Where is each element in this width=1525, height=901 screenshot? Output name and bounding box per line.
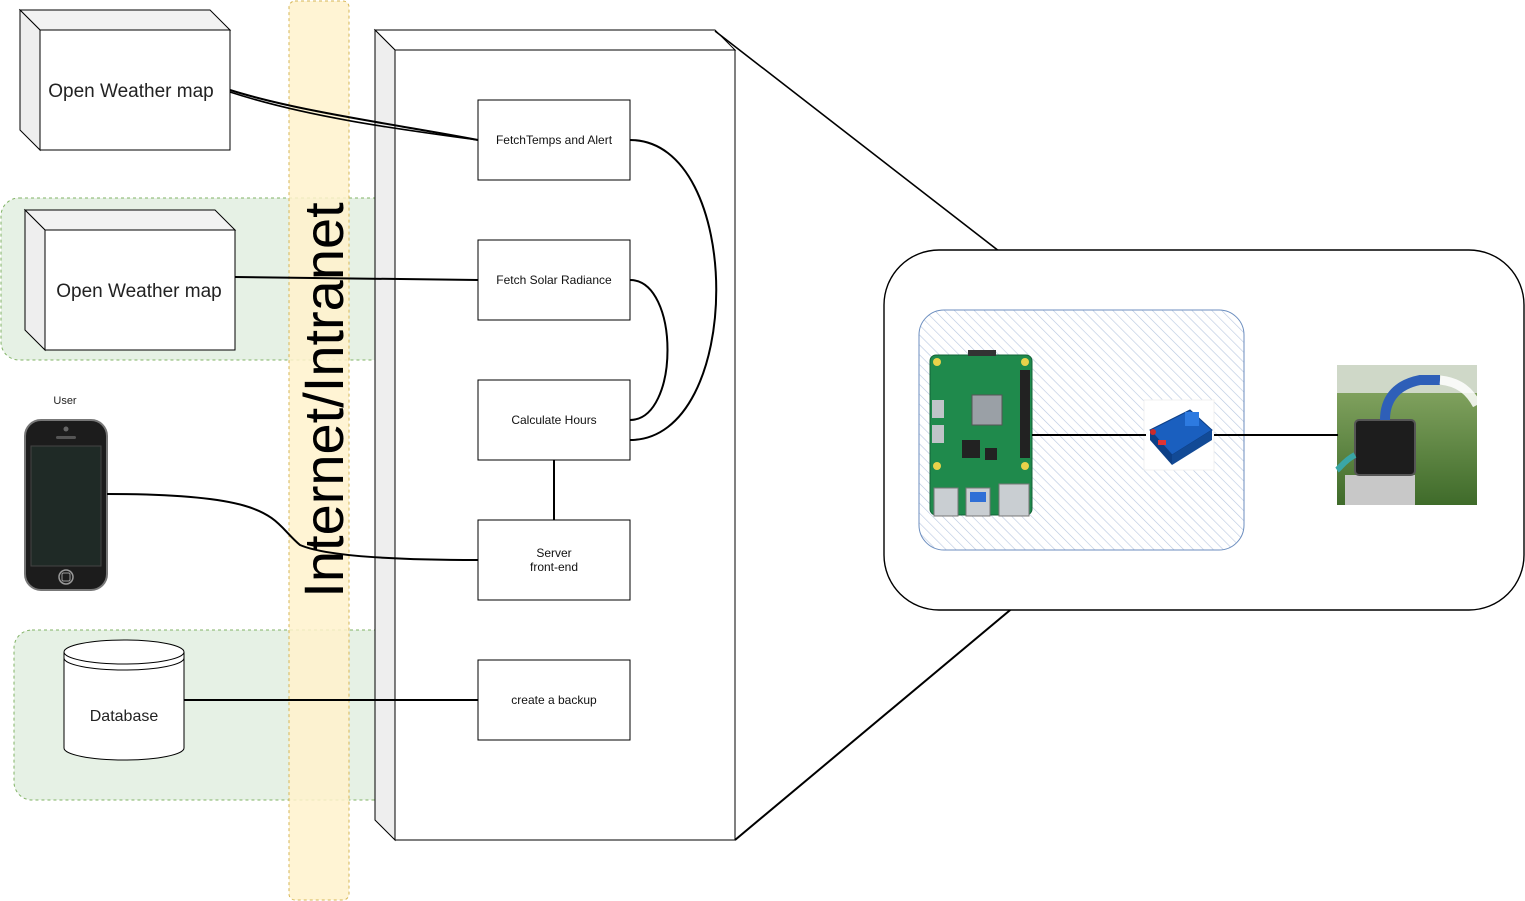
fetch-solar-label: Fetch Solar Radiance [496,273,612,287]
edge-weather-top-fetchtemps [229,89,479,141]
open-weather-map-node-solar: Open Weather map [23,208,237,352]
calculate-hours-label: Calculate Hours [511,413,596,427]
open-weather-map-label-top: Open Weather map [48,81,213,102]
water-pump-photo-icon [1335,365,1481,505]
open-weather-map-node-top: Open Weather map [18,8,232,152]
database-node: Database [63,639,185,761]
relay-module-icon [1143,399,1215,471]
server-frontend-label-line2: front-end [530,560,578,574]
fetch-solar-box: Fetch Solar Radiance [477,239,631,321]
database-label: Database [90,708,159,725]
fetch-temps-box: FetchTemps and Alert [477,99,631,181]
band-label: Internet/Intranet [292,202,355,598]
create-backup-label: create a backup [511,693,597,707]
calculate-hours-box: Calculate Hours [477,379,631,461]
create-backup-box: create a backup [477,659,631,741]
user-label: User [53,395,77,407]
server-frontend-box: Server front-end [477,519,631,601]
server-frontend-label-line1: Server [536,546,571,560]
edge-weather-solar-fetchsolar [234,276,479,281]
raspberry-pi-board-icon [929,350,1033,517]
edge-user-frontend [106,493,479,561]
internet-intranet-band [288,0,350,901]
edge-fetchtemps-calculate [629,139,718,441]
smartphone-icon [24,419,108,591]
open-weather-map-label-solar: Open Weather map [56,281,221,302]
fetch-temps-label: FetchTemps and Alert [496,133,613,147]
edge-fetchsolar-calculate [629,279,669,421]
connectors [106,30,1083,841]
